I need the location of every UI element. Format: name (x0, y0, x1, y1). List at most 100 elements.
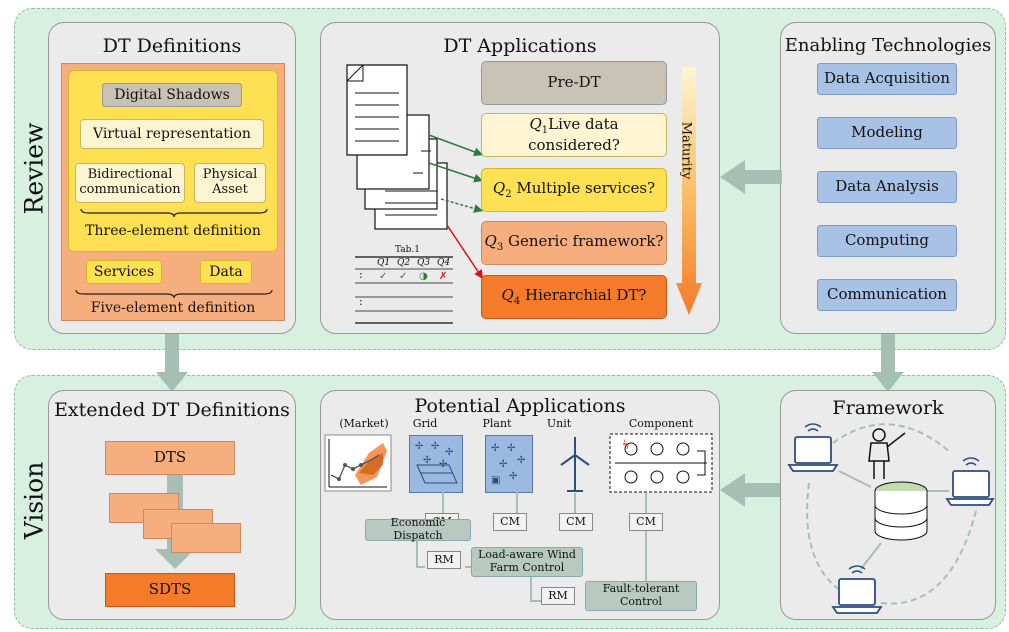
plant-turbines: ✢✢✢✢✢▣ (491, 443, 525, 486)
svg-text:✢: ✢ (491, 443, 499, 454)
table-mark-q1: ✓ (379, 271, 388, 282)
svg-text:✢: ✢ (445, 447, 453, 458)
three-element-label: Three-element definition (85, 223, 261, 239)
svg-text:✢: ✢ (499, 459, 507, 470)
table-header-q1: Q1 (377, 258, 391, 268)
svg-text:✢: ✢ (439, 459, 447, 470)
svg-text:ϟ: ϟ (622, 438, 630, 452)
dt-definitions-title: DT Definitions (102, 35, 242, 57)
table-mark-q3: ◑ (419, 271, 428, 282)
cm-plant-box: CM (493, 513, 527, 531)
q1-label: Q (529, 115, 542, 134)
dt-applications-panel: DT Applications Tab.1 (320, 22, 720, 334)
five-element-brace (75, 289, 273, 299)
svg-text:✢: ✢ (507, 443, 515, 454)
digital-shadows-box: Digital Shadows (102, 83, 242, 107)
table-mark-q4: ✗ (439, 271, 448, 282)
framework-panel: Framework (780, 390, 996, 620)
tech-modeling: Modeling (817, 117, 957, 149)
extended-dt-panel: Extended DT Definitions DTS SDTS (48, 390, 296, 620)
q4-label: Q (501, 285, 514, 304)
q1-sub: 1 (541, 125, 549, 137)
tech-communication: Communication (817, 279, 957, 311)
svg-text:✢: ✢ (517, 455, 525, 466)
physical-asset-box: Physical Asset (194, 163, 266, 203)
q4-box: Q4 Hierarchial DT? (481, 275, 667, 319)
potential-applications-panel: Potential Applications (Market) Grid Pla… (320, 390, 720, 620)
q2-label: Q (492, 178, 506, 197)
table-header-q4: Q4 (437, 258, 451, 268)
summary-table (355, 256, 453, 324)
col-unit-title: Unit (546, 417, 572, 430)
cm-unit-box: CM (559, 513, 593, 531)
virtual-representation-box: Virtual representation (80, 119, 264, 149)
framework-diagram (787, 423, 995, 614)
economic-dispatch-box: Economic Dispatch (365, 517, 471, 542)
three-element-box: Digital Shadows Virtual representation B… (68, 70, 278, 252)
services-box: Services (86, 260, 162, 284)
data-box: Data (200, 260, 252, 284)
q3-box: Q3 Generic framework? (481, 221, 667, 265)
framework-title: Framework (832, 397, 944, 419)
wifi-icons (804, 423, 980, 574)
svg-text:✢: ✢ (509, 471, 517, 482)
col-plant-title: Plant (482, 417, 512, 430)
wind-turbine-icon (560, 437, 590, 492)
grid-turbines: ✢✢✢✢✢ (415, 441, 458, 484)
documents-icon (346, 64, 448, 230)
q2-text: Multiple services? (511, 178, 656, 197)
q2-box: Q2 Multiple services? (481, 168, 667, 212)
q4-text: Hierarchial DT? (520, 285, 647, 304)
q3-sub: 3 (496, 241, 504, 253)
intermediate-box-3 (171, 523, 241, 553)
three-element-brace (80, 208, 268, 218)
svg-text:✢: ✢ (423, 455, 431, 466)
tech-data-acquisition: Data Acquisition (817, 63, 957, 95)
col-grid-title: Grid (412, 417, 438, 430)
potential-applications-title: Potential Applications (414, 395, 626, 417)
fault-tolerant-box: Fault-tolerant Control (585, 581, 697, 611)
table-header-q3: Q3 (417, 258, 431, 268)
component-circuit: ϟ (609, 433, 713, 493)
five-element-label: Five-element definition (90, 300, 256, 316)
table-dots-1: : (359, 268, 363, 281)
market-chart (324, 434, 392, 492)
sdts-box: SDTS (105, 573, 235, 607)
rm-plant-box: RM (541, 587, 575, 605)
enabling-technologies-title: Enabling Technologies (784, 35, 992, 56)
q3-label: Q (484, 231, 497, 250)
q1-box: Q1Live data considered? (481, 113, 667, 157)
teacher-icon (868, 428, 906, 479)
maturity-arrow (676, 67, 702, 315)
load-aware-box: Load-aware Wind Farm Control (471, 547, 583, 577)
svg-text:▣: ▣ (491, 475, 500, 486)
extended-dt-title: Extended DT Definitions (54, 399, 290, 421)
table-mark-q2: ✓ (399, 271, 408, 282)
table-dots-2: : (359, 295, 363, 308)
col-component-title: Component (628, 417, 694, 430)
question-arrows (428, 134, 484, 280)
table-caption: Tab.1 (395, 245, 421, 255)
cm-component-box: CM (629, 513, 663, 531)
q3-text: Generic framework? (503, 231, 664, 250)
enabling-technologies-panel: Enabling Technologies Data Acquisition M… (780, 22, 996, 334)
database-icon (874, 481, 928, 541)
dt-definitions-panel: DT Definitions Digital Shadows Virtual r… (48, 22, 296, 334)
tech-data-analysis: Data Analysis (817, 171, 957, 203)
q1-text: Live data considered? (528, 115, 620, 154)
dt-applications-title: DT Applications (443, 35, 597, 57)
bidirectional-box: Bidirectional communication (75, 163, 185, 203)
pre-dt-box: Pre-DT (481, 61, 667, 105)
svg-text:✢: ✢ (415, 441, 423, 452)
col-market-title: (Market) (339, 417, 389, 430)
laptop-icons (787, 436, 995, 614)
tech-computing: Computing (817, 225, 957, 257)
rm-market-box: RM (427, 551, 461, 569)
svg-text:✢: ✢ (431, 441, 439, 452)
five-element-box: Digital Shadows Virtual representation B… (61, 63, 285, 321)
q4-sub: 4 (513, 295, 521, 307)
q2-sub: 2 (505, 188, 512, 200)
dts-box: DTS (105, 441, 235, 475)
table-header-q2: Q2 (397, 258, 411, 268)
